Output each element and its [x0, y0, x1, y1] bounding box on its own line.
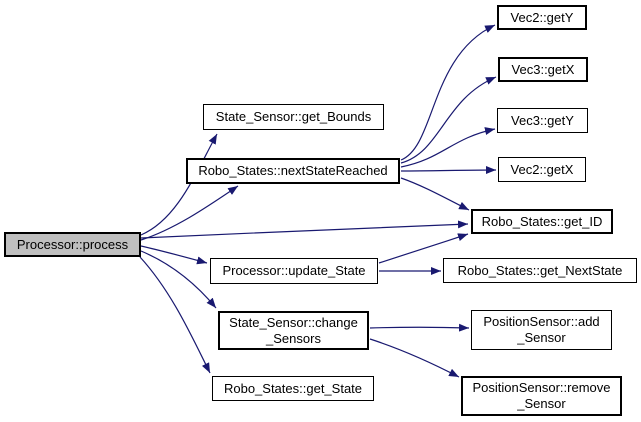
node-state-sensor-get-bounds[interactable]: State_Sensor::get_Bounds	[203, 104, 384, 130]
node-processor-update-state[interactable]: Processor::update_State	[210, 258, 378, 284]
node-label: Robo_States::nextStateReached	[198, 163, 388, 178]
edge-robo-states-nextstatereached-to-vec3-gety	[400, 127, 496, 168]
edge-robo-states-nextstatereached-to-vec2-getx	[400, 166, 497, 175]
node-vec2-gety[interactable]: Vec2::getY	[497, 5, 587, 30]
edge-robo-states-nextstatereached-to-vec2-gety	[400, 24, 496, 161]
node-label: Robo_States::get_State	[223, 380, 363, 396]
node-label: Robo_States::get_NextState	[457, 262, 623, 278]
node-robo-states-get-nextstate[interactable]: Robo_States::get_NextState	[443, 258, 637, 283]
node-label: Vec2::getY	[510, 9, 574, 25]
node-label: PositionSensor::remove _Sensor	[472, 380, 611, 411]
node-robo-states-nextstatereached[interactable]: Robo_States::nextStateReached	[186, 158, 400, 184]
node-vec3-getx[interactable]: Vec3::getX	[498, 57, 588, 82]
node-robo-states-get-state[interactable]: Robo_States::get_State	[212, 376, 374, 401]
edge-processor-process-to-state-sensor-change-sensors	[140, 250, 217, 309]
edge-state-sensor-change-sensors-to-positionsensor-remove-sensor	[369, 338, 460, 378]
edge-state-sensor-change-sensors-to-positionsensor-add-sensor	[369, 323, 470, 332]
edge-processor-update-state-to-robo-states-get-id	[378, 233, 469, 264]
node-positionsensor-remove-sensor[interactable]: PositionSensor::remove _Sensor	[461, 376, 622, 416]
node-label: PositionSensor::add _Sensor	[483, 314, 600, 345]
edge-processor-process-to-robo-states-nextstatereached	[140, 185, 239, 241]
node-label: Processor::update_State	[222, 263, 366, 278]
edge-robo-states-nextstatereached-to-robo-states-get-id	[400, 177, 470, 211]
node-label: Robo_States::get_ID	[481, 213, 603, 229]
edge-processor-process-to-robo-states-get-state	[139, 256, 211, 374]
node-robo-states-get-id[interactable]: Robo_States::get_ID	[471, 209, 613, 234]
node-label: Processor::process	[16, 236, 129, 252]
node-vec3-gety[interactable]: Vec3::getY	[497, 108, 588, 133]
node-label: State_Sensor::change _Sensors	[229, 314, 358, 346]
node-label: Vec3::getY	[511, 112, 574, 128]
node-vec2-getx[interactable]: Vec2::getX	[498, 157, 586, 182]
edge-robo-states-nextstatereached-to-vec3-getx	[400, 76, 497, 164]
node-label: State_Sensor::get_Bounds	[215, 109, 372, 124]
node-state-sensor-change-sensors[interactable]: State_Sensor::change _Sensors	[218, 311, 369, 350]
edge-processor-process-to-state-sensor-get-bounds	[140, 133, 218, 236]
node-positionsensor-add-sensor[interactable]: PositionSensor::add _Sensor	[471, 310, 612, 350]
edge-processor-process-to-processor-update-state	[140, 245, 208, 265]
node-label: Vec3::getX	[511, 61, 575, 77]
node-label: Vec2::getX	[510, 161, 574, 177]
edge-processor-process-to-robo-states-get-id	[140, 220, 469, 239]
node-processor-process: Processor::process	[4, 232, 141, 257]
